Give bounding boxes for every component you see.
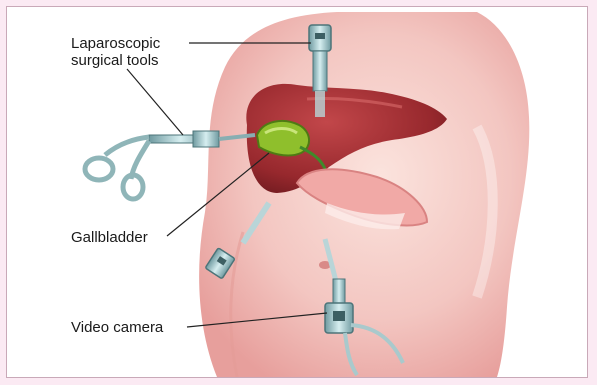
label-gallbladder: Gallbladder	[71, 229, 148, 246]
leader-line-tools-2	[127, 69, 183, 135]
gallbladder-organ	[257, 121, 309, 156]
label-tools-line1: Laparoscopic	[71, 35, 160, 52]
label-laparoscopic-tools: Laparoscopic surgical tools	[71, 35, 160, 69]
laparoscopy-illustration: Laparoscopic surgical tools Gallbladder …	[6, 6, 588, 378]
label-tools-line2: surgical tools	[71, 52, 160, 69]
label-video-camera: Video camera	[71, 319, 163, 336]
